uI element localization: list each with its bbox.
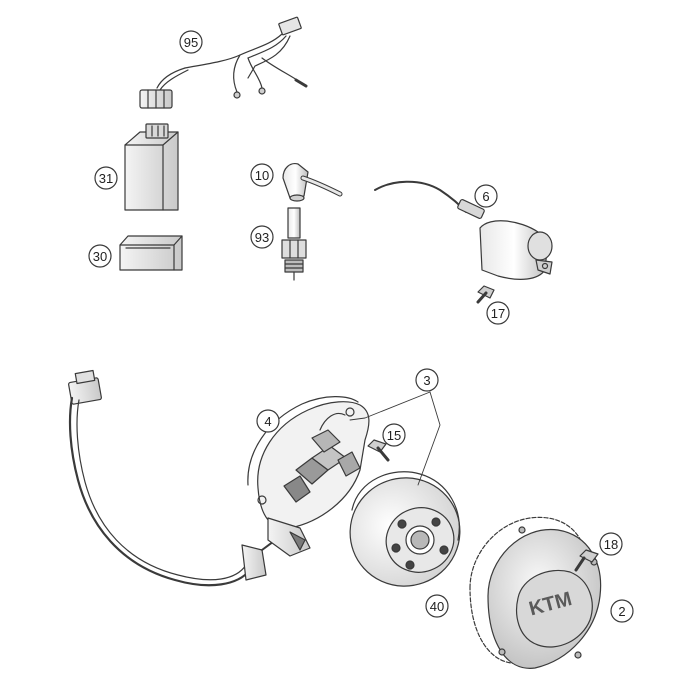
svg-text:2: 2 bbox=[618, 604, 625, 619]
svg-text:40: 40 bbox=[430, 599, 444, 614]
ignition-coil bbox=[374, 180, 553, 280]
svg-text:3: 3 bbox=[423, 373, 430, 388]
spark-plug bbox=[281, 207, 307, 281]
svg-text:10: 10 bbox=[255, 168, 269, 183]
svg-text:6: 6 bbox=[482, 189, 489, 204]
callout-93: 93 bbox=[250, 225, 274, 249]
callout-10: 10 bbox=[250, 163, 274, 187]
callout-30: 30 bbox=[88, 244, 112, 268]
callout-18: 18 bbox=[599, 532, 623, 556]
stator-cable bbox=[68, 369, 293, 587]
spark-plug-cap bbox=[282, 163, 343, 202]
svg-text:31: 31 bbox=[99, 171, 113, 186]
callout-2: 2 bbox=[610, 599, 634, 623]
flywheel-rotor bbox=[349, 471, 461, 587]
svg-text:4: 4 bbox=[264, 414, 271, 429]
callout-3: 3 bbox=[415, 368, 439, 392]
svg-text:93: 93 bbox=[255, 230, 269, 245]
callout-4: 4 bbox=[256, 409, 280, 433]
ignition-cover: KTM bbox=[487, 526, 602, 669]
coil-bolt bbox=[476, 285, 495, 304]
callout-95: 95 bbox=[179, 30, 203, 54]
callout-31: 31 bbox=[94, 166, 118, 190]
svg-text:15: 15 bbox=[387, 428, 401, 443]
svg-text:95: 95 bbox=[184, 35, 198, 50]
callout-bracket-3 bbox=[349, 391, 441, 486]
cover-screw bbox=[574, 549, 599, 572]
cdi-unit bbox=[124, 123, 179, 211]
wiring-harness bbox=[139, 16, 308, 109]
callout-6: 6 bbox=[474, 184, 498, 208]
callout-40: 40 bbox=[425, 594, 449, 618]
callout-17: 17 bbox=[486, 301, 510, 325]
stator-screw bbox=[367, 439, 390, 462]
svg-text:30: 30 bbox=[93, 249, 107, 264]
callout-15: 15 bbox=[382, 423, 406, 447]
cdi-holder bbox=[119, 235, 183, 271]
svg-text:18: 18 bbox=[604, 537, 618, 552]
svg-text:17: 17 bbox=[491, 306, 505, 321]
stator-plate bbox=[247, 396, 370, 557]
